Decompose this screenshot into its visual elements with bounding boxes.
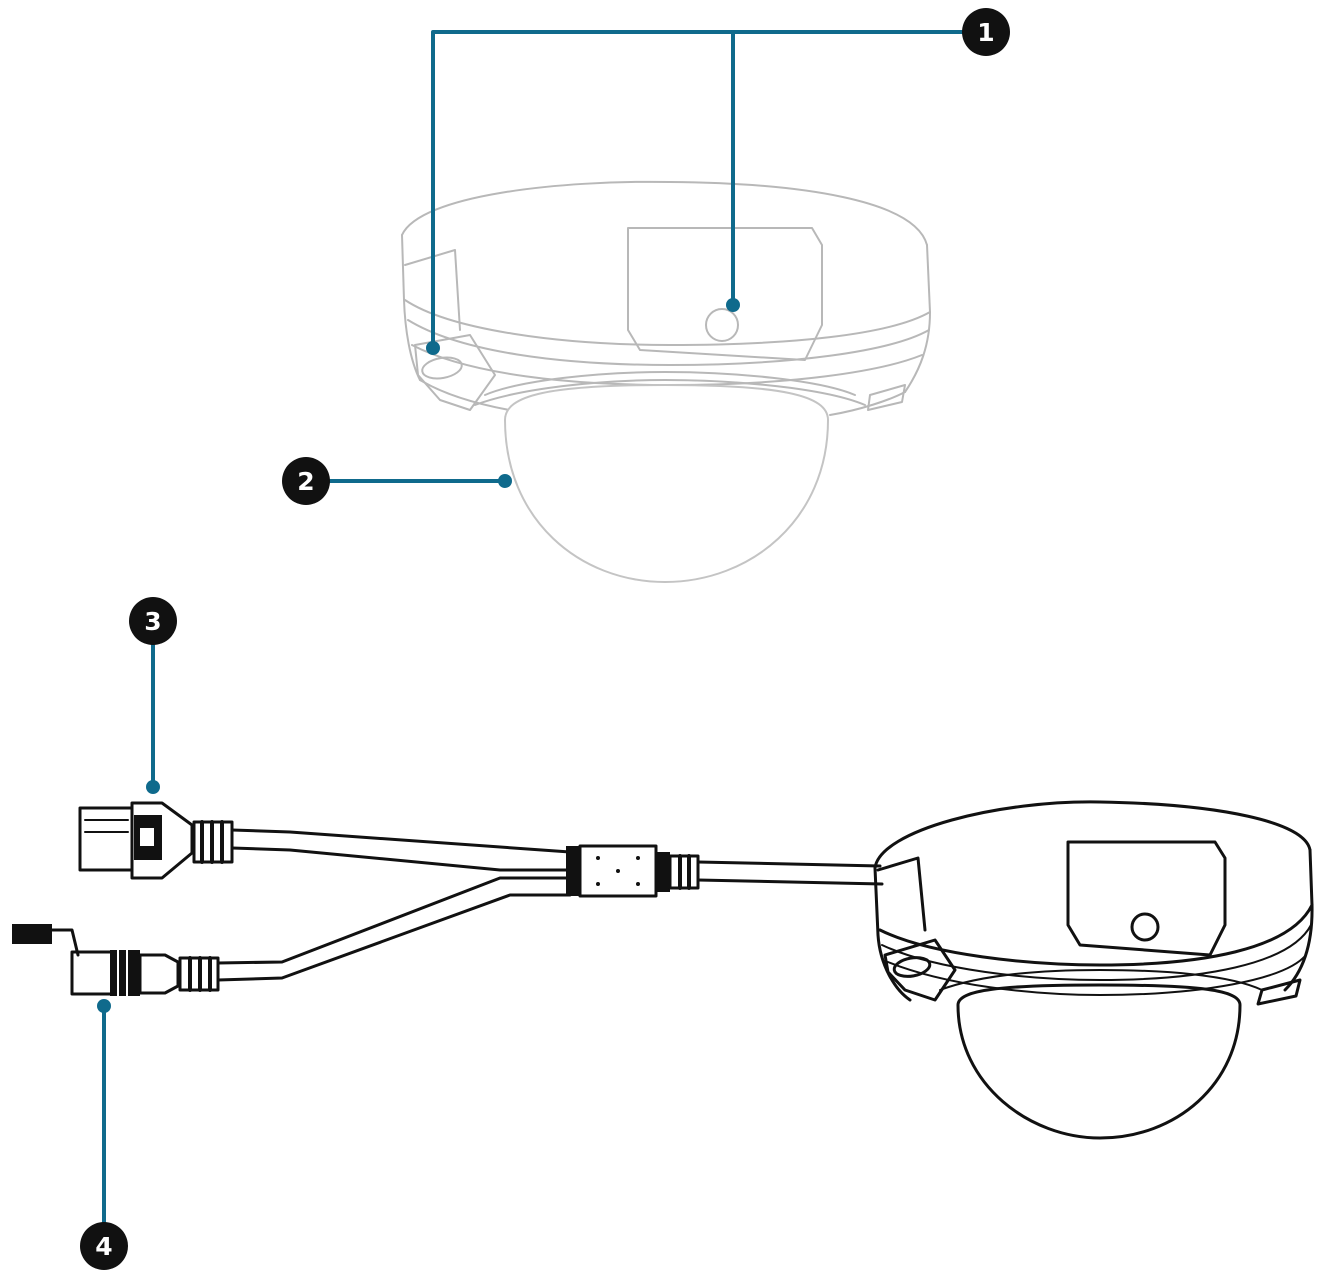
leader-1-dot-b [726,298,740,312]
leader-3-dot [146,780,160,794]
network-cable-connector [78,801,234,880]
cable-splitter [216,828,884,982]
leader-4-dot [97,999,111,1013]
leader-1-dot-a [426,341,440,355]
leader-1 [431,30,965,350]
callout-1: 1 [962,8,1010,56]
callout-2: 2 [282,457,330,505]
callout-4: 4 [80,1222,128,1270]
callout-3-label: 3 [144,607,161,636]
callout-4-label: 4 [95,1232,112,1261]
callout-3-badge [129,597,177,645]
leader-2-dot [498,474,512,488]
callout-1-label: 1 [977,18,994,47]
power-cable-connector [12,924,220,996]
callout-1-badge [962,8,1010,56]
top-dome-camera [401,180,931,584]
callout-2-badge [282,457,330,505]
callout-4-badge [80,1222,128,1270]
bottom-dome-camera [873,800,1314,1140]
callout-3: 3 [129,597,177,645]
leader-lines [97,30,965,1224]
callout-2-label: 2 [297,467,314,496]
